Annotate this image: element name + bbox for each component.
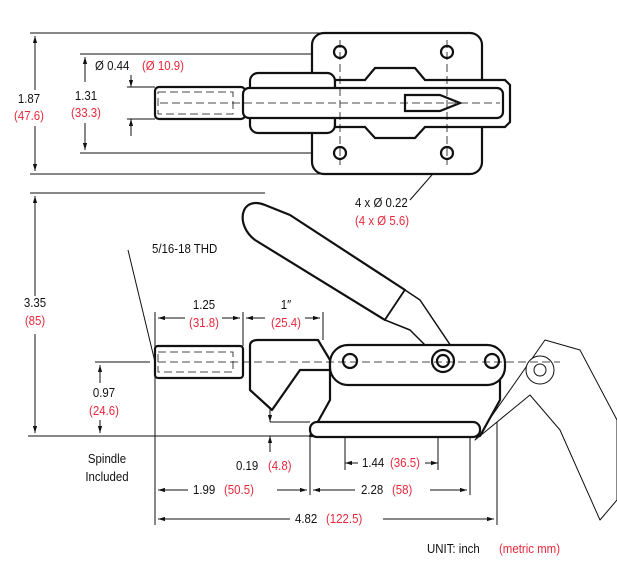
- dim-hole-spacing-inch: 1.44: [362, 455, 385, 470]
- dim-spindle-diameter-inch: Ø 0.44: [95, 58, 130, 73]
- dim-base-length-mm: (58): [392, 482, 413, 497]
- dim-mounting-span-inch: 1.31: [74, 88, 98, 103]
- dim-base-thickness-mm: (4.8): [268, 458, 292, 473]
- thread-label: 5/16-18 THD: [152, 241, 218, 256]
- dim-mounting-span-mm: (33.3): [71, 105, 101, 120]
- note-included: Included: [85, 469, 129, 484]
- dim-thread-length-inch: 1.25: [192, 297, 216, 312]
- dim-height-inch: 3.35: [23, 295, 47, 310]
- dim-base-length-inch: 2.28: [361, 482, 384, 497]
- dim-overall-length-inch: 4.82: [295, 511, 318, 526]
- dim-hole-spacing-mm: (36.5): [390, 455, 420, 470]
- dim-spindle-height-mm: (24.6): [89, 403, 119, 418]
- dim-front-offset-mm: (50.5): [224, 482, 254, 497]
- dim-base-thickness-inch: 0.19: [236, 458, 259, 473]
- dim-thread-length-mm: (31.8): [189, 315, 219, 330]
- dim-mounting-holes-mm: (4 x Ø 5.6): [355, 213, 410, 228]
- note-spindle: Spindle: [87, 451, 127, 466]
- dim-spindle-diameter-mm: (Ø 10.9): [142, 58, 184, 73]
- dim-front-offset-inch: 1.99: [193, 482, 216, 497]
- dim-stroke-inch: 1″: [280, 297, 292, 312]
- dim-height-mm: (85): [24, 313, 46, 328]
- dim-overall-height-mm: (47.6): [14, 108, 44, 123]
- dim-overall-height-inch: 1.87: [17, 91, 41, 106]
- dim-spindle-height-inch: 0.97: [92, 385, 116, 400]
- unit-label: UNIT: inch: [427, 541, 480, 556]
- dim-overall-length-mm: (122.5): [326, 511, 363, 526]
- dim-mounting-holes-inch: 4 x Ø 0.22: [355, 195, 408, 210]
- dim-stroke-mm: (25.4): [271, 315, 301, 330]
- unit-metric: (metric mm): [499, 541, 561, 556]
